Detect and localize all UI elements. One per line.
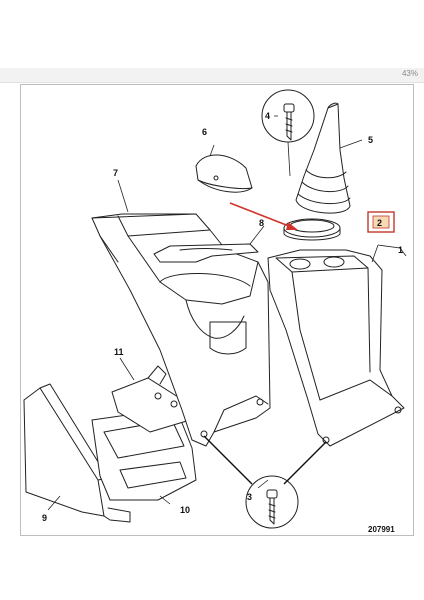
viewer-toolbar: 43%	[0, 68, 424, 83]
callout-1[interactable]: 1	[398, 245, 403, 255]
callout-7[interactable]: 7	[113, 168, 118, 178]
zoom-level[interactable]: 43%	[401, 69, 418, 78]
part-1-console-upper	[267, 249, 405, 447]
callout-10[interactable]: 10	[180, 505, 190, 515]
callout-2[interactable]: 2	[377, 218, 382, 228]
callout-5[interactable]: 5	[368, 135, 373, 145]
highlight-arrow	[229, 202, 298, 230]
callout-8[interactable]: 8	[259, 218, 264, 228]
callout-6[interactable]: 6	[202, 127, 207, 137]
part-4-screw	[261, 89, 315, 143]
callout-9[interactable]: 9	[42, 513, 47, 523]
part-3-screw	[245, 475, 299, 529]
part-8-trim	[153, 243, 259, 263]
part-2-ring	[283, 218, 341, 241]
part-6-cap	[195, 154, 253, 193]
part-5-lever-boot	[295, 102, 351, 214]
part-7-console-housing	[91, 213, 271, 447]
screw-3-pointer-lines	[203, 435, 327, 485]
leader-lines	[47, 115, 407, 511]
drawing-number: 207991	[368, 525, 395, 534]
callout-4[interactable]: 4	[265, 111, 270, 121]
callout-11[interactable]: 11	[114, 347, 124, 357]
callout-3[interactable]: 3	[247, 492, 252, 502]
callout-2-highlight[interactable]	[367, 211, 395, 233]
